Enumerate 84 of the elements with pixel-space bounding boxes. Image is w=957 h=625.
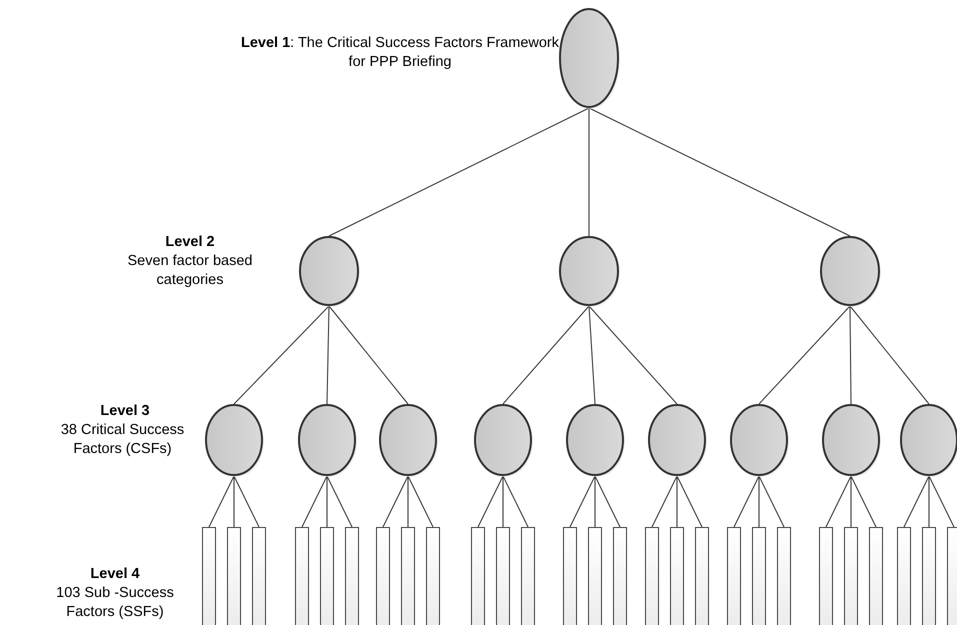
connector-line bbox=[502, 476, 504, 528]
connector-line bbox=[734, 476, 760, 528]
ellipse-node bbox=[299, 236, 359, 306]
bar-node bbox=[320, 527, 334, 625]
connector-line bbox=[594, 476, 596, 528]
bar-node bbox=[947, 527, 957, 625]
bar-node bbox=[376, 527, 390, 625]
connector-line bbox=[850, 476, 876, 528]
connector-line bbox=[326, 476, 328, 528]
bar-node bbox=[695, 527, 709, 625]
connector-line bbox=[208, 476, 234, 528]
bar-node bbox=[563, 527, 577, 625]
connector-line bbox=[502, 306, 590, 404]
connector-line bbox=[328, 108, 590, 236]
bar-node bbox=[869, 527, 883, 625]
bar-node bbox=[777, 527, 791, 625]
bar-node bbox=[496, 527, 510, 625]
ellipse-node bbox=[820, 236, 880, 306]
bar-node bbox=[521, 527, 535, 625]
connector-line bbox=[588, 108, 850, 236]
connector-line bbox=[758, 476, 784, 528]
connector-line bbox=[570, 476, 596, 528]
ellipse-node bbox=[559, 236, 619, 306]
connector-line bbox=[928, 476, 954, 528]
bar-node bbox=[922, 527, 936, 625]
ellipse-node bbox=[205, 404, 263, 476]
bar-node bbox=[227, 527, 241, 625]
connector-line bbox=[328, 306, 408, 404]
bar-node bbox=[819, 527, 833, 625]
connector-line bbox=[826, 476, 852, 528]
connector-line bbox=[588, 108, 590, 236]
bar-node bbox=[613, 527, 627, 625]
ellipse-node bbox=[648, 404, 706, 476]
bar-node bbox=[588, 527, 602, 625]
ellipse-node bbox=[298, 404, 356, 476]
bar-node bbox=[645, 527, 659, 625]
connector-line bbox=[502, 476, 528, 528]
level-heading: Level 2 bbox=[164, 233, 216, 252]
bar-node bbox=[426, 527, 440, 625]
connector-line bbox=[326, 476, 352, 528]
connector-line bbox=[478, 476, 504, 528]
level-heading: Level 4 bbox=[89, 565, 141, 584]
connector-line bbox=[588, 306, 596, 404]
bar-node bbox=[401, 527, 415, 625]
connector-line bbox=[928, 476, 930, 528]
bar-node bbox=[202, 527, 216, 625]
connector-line bbox=[904, 476, 930, 528]
connector-line bbox=[758, 476, 760, 528]
level-description: Level 1: The Critical Success Factors Framework for PPP Briefing bbox=[240, 34, 560, 72]
connector-line bbox=[408, 476, 434, 528]
connector-line bbox=[326, 306, 330, 404]
bar-node bbox=[670, 527, 684, 625]
ellipse-node bbox=[379, 404, 437, 476]
bar-node bbox=[727, 527, 741, 625]
connector-line bbox=[594, 476, 620, 528]
bar-node bbox=[752, 527, 766, 625]
connector-line bbox=[302, 476, 328, 528]
bar-node bbox=[844, 527, 858, 625]
connector-line bbox=[758, 306, 850, 404]
bar-node bbox=[897, 527, 911, 625]
bar-node bbox=[295, 527, 309, 625]
level-description: Seven factor based categories bbox=[126, 252, 254, 290]
level-description: 38 Critical Success Factors (CSFs) bbox=[60, 421, 186, 459]
ellipse-node bbox=[559, 8, 619, 108]
bar-node bbox=[345, 527, 359, 625]
connector-line bbox=[234, 476, 260, 528]
bar-node bbox=[252, 527, 266, 625]
connector-line bbox=[382, 476, 408, 528]
ellipse-node bbox=[822, 404, 880, 476]
level-heading: Level 3 bbox=[99, 402, 151, 421]
connector-line bbox=[850, 476, 852, 528]
connector-line bbox=[676, 476, 702, 528]
ellipse-node bbox=[730, 404, 788, 476]
ellipse-node bbox=[566, 404, 624, 476]
ellipse-node bbox=[900, 404, 957, 476]
connector-line bbox=[850, 306, 852, 404]
ellipse-node bbox=[474, 404, 532, 476]
connector-line bbox=[850, 306, 930, 404]
connector-line bbox=[234, 306, 330, 404]
connector-line bbox=[676, 476, 678, 528]
connector-line bbox=[652, 476, 678, 528]
level-description: 103 Sub -Success Factors (SSFs) bbox=[55, 584, 175, 622]
connector-line bbox=[588, 306, 678, 404]
bar-node bbox=[471, 527, 485, 625]
